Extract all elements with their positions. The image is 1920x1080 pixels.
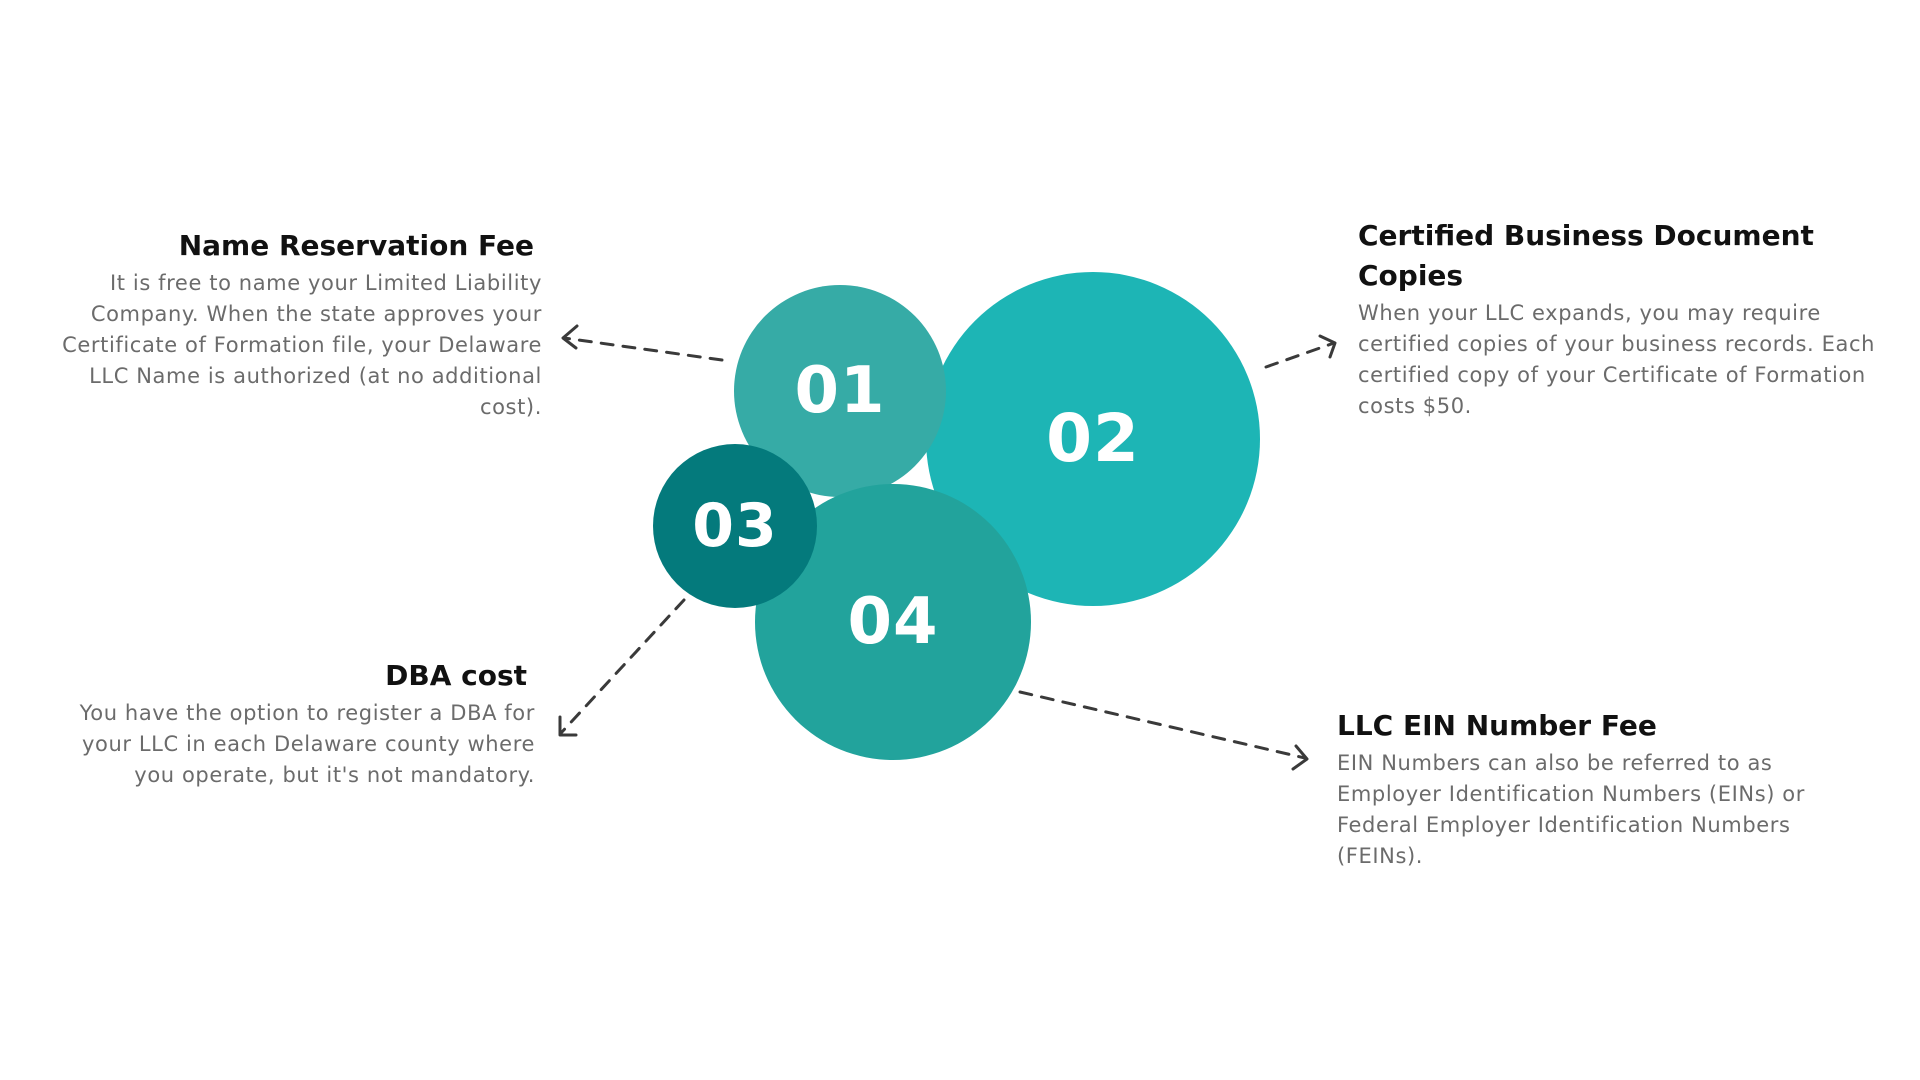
certified-copies-block: Certified Business Document Copies When … (1358, 216, 1898, 422)
dba-cost-title: DBA cost (385, 659, 527, 692)
circle-01-number: 01 (794, 354, 886, 428)
circle-01: 01 (734, 285, 946, 497)
name-reservation-title: Name Reservation Fee (178, 229, 534, 262)
connector-01-arrowhead (561, 324, 579, 350)
dba-cost-description: You have the option to register a DBA fo… (79, 701, 535, 787)
ein-fee-block: LLC EIN Number Fee EIN Numbers can also … (1337, 706, 1877, 872)
circle-02-number: 02 (1046, 400, 1140, 477)
connector-03-line (559, 598, 686, 735)
ein-fee-title: LLC EIN Number Fee (1337, 709, 1657, 742)
circle-04: 04 (755, 484, 1031, 760)
certified-copies-description: When your LLC expands, you may require c… (1358, 301, 1875, 418)
connector-03-arrowhead (558, 715, 578, 737)
circle-03: 03 (653, 444, 817, 608)
name-reservation-block: Name Reservation Fee It is free to name … (30, 226, 542, 423)
name-reservation-description: It is free to name your Limited Liabilit… (62, 271, 542, 419)
dba-cost-block: DBA cost You have the option to register… (40, 656, 535, 791)
connector-02-arrowhead (1318, 334, 1337, 359)
connector-04-arrowhead (1291, 744, 1309, 771)
connector-01-line (562, 336, 724, 362)
certified-copies-title: Certified Business Document Copies (1358, 219, 1814, 292)
circle-04-number: 04 (847, 585, 939, 659)
connector-04-line (1018, 690, 1307, 760)
ein-fee-description: EIN Numbers can also be referred to as E… (1337, 751, 1805, 868)
connector-02-line (1264, 341, 1336, 369)
circle-03-number: 03 (692, 491, 778, 561)
